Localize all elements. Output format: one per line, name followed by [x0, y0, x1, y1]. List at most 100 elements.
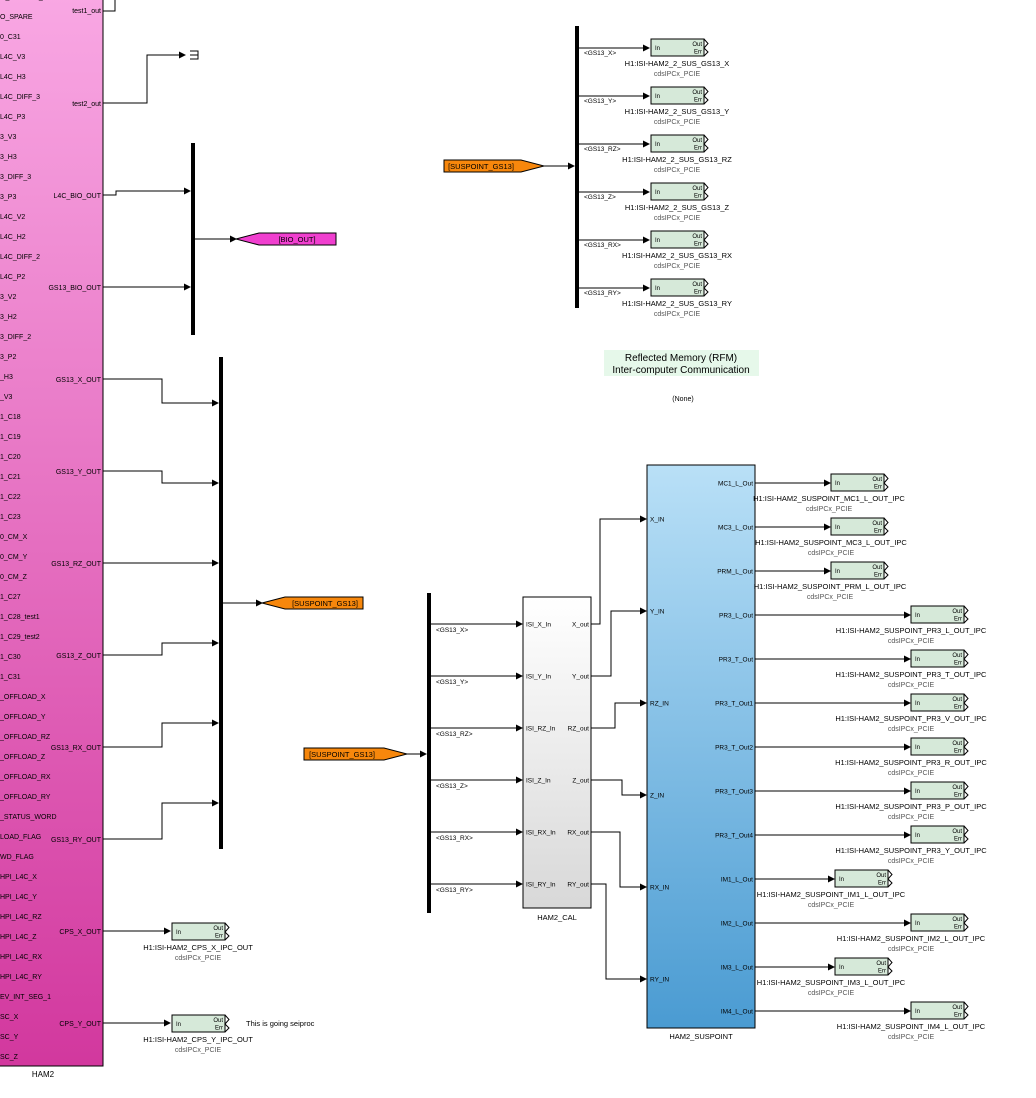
- ipc-block[interactable]: InOutErrH1:ISI-HAM2_SUSPOINT_PR3_L_OUT_I…: [836, 605, 987, 645]
- ipc-port-arrow-icon: [883, 517, 889, 536]
- ipc-block[interactable]: InOutErrH1:ISI-HAM2_SUSPOINT_PR3_Y_OUT_I…: [835, 825, 987, 865]
- ipc-block[interactable]: InOutErrH1:ISI-HAM2_SUSPOINT_IM4_L_OUT_I…: [837, 1001, 986, 1041]
- ipc-block[interactable]: InOutErrH1:ISI-HAM2_SUSPOINT_PR3_T_OUT_I…: [836, 649, 987, 689]
- from-suspoint-gs13-top[interactable]: [443, 159, 546, 173]
- top-bus-signal-label: <GS13_Y>: [584, 98, 616, 105]
- ipc-channel-name: H1:ISI-HAM2_SUSPOINT_MC3_L_OUT_IPC: [755, 538, 907, 547]
- ham2-input-port-label: 3_DIFF_3: [0, 174, 31, 181]
- ipc-err-port: Err: [694, 146, 702, 152]
- ipc-port-arrow-icon: [963, 781, 969, 800]
- test1-out-port: test1_out: [72, 8, 101, 15]
- ipc-block[interactable]: InOutErrH1:ISI-HAM2_CPS_X_IPC_OUTcdsIPCx…: [143, 922, 253, 962]
- ipc-port-arrow-icon: [963, 737, 969, 756]
- ipc-channel-name: H1:ISI-HAM2_2_SUS_GS13_X: [625, 59, 730, 68]
- bottom-demux-bar[interactable]: [427, 593, 431, 913]
- ipc-in-port: In: [835, 569, 840, 575]
- ham2-suspoint-block[interactable]: [646, 464, 756, 1029]
- ipc-block[interactable]: InOutErrH1:ISI-HAM2_2_SUS_GS13_RXcdsIPCx…: [622, 230, 732, 270]
- ipc-out-port: Out: [872, 565, 882, 571]
- cal-input-signal-label: <GS13_Y>: [436, 679, 468, 686]
- cal-to-suspoint-line: [591, 515, 647, 625]
- ipc-block[interactable]: InOutErrH1:ISI-HAM2_SUSPOINT_PR3_R_OUT_I…: [835, 737, 987, 777]
- ipc-block[interactable]: InOutErrH1:ISI-HAM2_2_SUS_GS13_ZcdsIPCx_…: [625, 182, 730, 222]
- gs13-mux-bar[interactable]: [219, 357, 223, 849]
- cal-out-port-label: RY_out: [567, 882, 589, 889]
- ipc-type-label: cdsIPCx_PCIE: [888, 946, 935, 953]
- ham2-input-port-label: HPI_L4C_RZ: [0, 914, 42, 921]
- ipc-in-port: In: [839, 877, 844, 883]
- ham2-input-port-label: _OFFLOAD_Y: [0, 714, 46, 721]
- ham2-cal-block[interactable]: [522, 596, 592, 909]
- ipc-block[interactable]: InOutErrH1:ISI-HAM2_SUSPOINT_IM2_L_OUT_I…: [837, 913, 986, 953]
- ipc-block[interactable]: InOutErrH1:ISI-HAM2_2_SUS_GS13_RYcdsIPCx…: [622, 278, 732, 318]
- gs13-z-out-port: GS13_Z_OUT: [56, 653, 101, 660]
- ipc-block[interactable]: InOutErrH1:ISI-HAM2_SUSPOINT_IM1_L_OUT_I…: [757, 869, 906, 909]
- ipc-block[interactable]: InOutErrH1:ISI-HAM2_SUSPOINT_PR3_P_OUT_I…: [835, 781, 987, 821]
- ipc-port-arrow-icon: [963, 649, 969, 668]
- ipc-err-port: Err: [878, 969, 886, 975]
- bio-mux-bar[interactable]: [191, 143, 195, 335]
- ipc-block[interactable]: InOutErrH1:ISI-HAM2_2_SUS_GS13_XcdsIPCx_…: [625, 38, 730, 78]
- goto-bio-out[interactable]: [234, 232, 337, 246]
- ipc-block[interactable]: InOutErrH1:ISI-HAM2_SUSPOINT_PR3_V_OUT_I…: [835, 693, 987, 733]
- ipc-channel-name: H1:ISI-HAM2_SUSPOINT_IM4_L_OUT_IPC: [837, 1022, 986, 1031]
- ipc-err-port: Err: [954, 793, 962, 799]
- cal-in-port-label: ISI_RX_In: [526, 830, 556, 837]
- ipc-port-arrow-icon: [963, 825, 969, 844]
- ipc-block[interactable]: InOutErrH1:ISI-HAM2_SUSPOINT_MC1_L_OUT_I…: [753, 473, 905, 513]
- ham2-input-labels: O_UNUSED_1O_SPARE0_C31L4C_V3L4C_H3L4C_DI…: [0, 0, 57, 1061]
- top-bus-outputs: <GS13_X>InOutErrH1:ISI-HAM2_2_SUS_GS13_X…: [579, 38, 732, 318]
- ipc-channel-name: H1:ISI-HAM2_2_SUS_GS13_Z: [625, 203, 730, 212]
- ipc-out-port: Out: [876, 961, 886, 967]
- from-suspoint-gs13-bottom[interactable]: [303, 747, 409, 761]
- ipc-type-label: cdsIPCx_PCIE: [175, 1047, 222, 1054]
- ipc-channel-name: H1:ISI-HAM2_CPS_X_IPC_OUT: [143, 943, 253, 952]
- ipc-block[interactable]: InOutErrH1:ISI-HAM2_CPS_Y_IPC_OUTcdsIPCx…: [143, 1014, 253, 1054]
- ipc-type-label: cdsIPCx_PCIE: [806, 506, 853, 513]
- ham2-subsystem-block[interactable]: [0, 0, 104, 1067]
- ipc-port-arrow-icon: [703, 182, 709, 201]
- cal-in-port-label: ISI_Z_In: [526, 778, 551, 785]
- ham2-input-port-label: 3_H2: [0, 314, 17, 321]
- ipc-out-port: Out: [692, 234, 702, 240]
- top-demux-bar[interactable]: [575, 26, 579, 308]
- ipc-block[interactable]: InOutErrH1:ISI-HAM2_2_SUS_GS13_RZcdsIPCx…: [622, 134, 732, 174]
- cal-input-signal-label: <GS13_X>: [436, 627, 468, 634]
- rfm-title: Reflected Memory (RFM): [625, 353, 737, 364]
- ipc-channel-name: H1:ISI-HAM2_CPS_Y_IPC_OUT: [143, 1035, 253, 1044]
- ipc-block[interactable]: InOutErrH1:ISI-HAM2_2_SUS_GS13_YcdsIPCx_…: [625, 86, 730, 126]
- ham2-input-port-label: 1_C30: [0, 654, 21, 661]
- cal-to-suspoint-line: [591, 883, 647, 983]
- ham2-input-port-label: O_SPARE: [0, 14, 33, 21]
- ipc-err-port: Err: [954, 1013, 962, 1019]
- ham2-input-port-label: 1_C22: [0, 494, 21, 501]
- ipc-port-arrow-icon: [963, 693, 969, 712]
- ipc-type-label: cdsIPCx_PCIE: [654, 311, 701, 318]
- gs13-ry-out-port: GS13_RY_OUT: [51, 837, 102, 844]
- ipc-block[interactable]: InOutErrH1:ISI-HAM2_SUSPOINT_IM3_L_OUT_I…: [757, 957, 906, 997]
- ham2-block-name: HAM2: [32, 1070, 55, 1079]
- suspoint-out-port-label: PR3_T_Out2: [715, 745, 753, 752]
- ipc-channel-name: H1:ISI-HAM2_SUSPOINT_PR3_T_OUT_IPC: [836, 670, 987, 679]
- ipc-block[interactable]: InOutErrH1:ISI-HAM2_SUSPOINT_MC3_L_OUT_I…: [755, 517, 907, 557]
- goto-suspoint-gs13[interactable]: [260, 596, 364, 610]
- ipc-block[interactable]: InOutErrH1:ISI-HAM2_SUSPOINT_PRM_L_OUT_I…: [754, 561, 907, 601]
- ipc-port-arrow-icon: [703, 134, 709, 153]
- cps-y-note: This is going seiproc: [246, 1019, 315, 1028]
- ipc-out-port: Out: [692, 282, 702, 288]
- ham2-input-port-label: EV_INT_SEG_1: [0, 994, 51, 1001]
- ipc-out-port: Out: [213, 926, 223, 932]
- ham2-suspoint-name: HAM2_SUSPOINT: [669, 1032, 733, 1041]
- gs13-x-out-port: GS13_X_OUT: [56, 377, 102, 384]
- ipc-err-port: Err: [874, 573, 882, 579]
- ham2-input-port-label: 0_CM_Y: [0, 554, 28, 561]
- ipc-channel-name: H1:ISI-HAM2_SUSPOINT_PR3_L_OUT_IPC: [836, 626, 987, 635]
- ipc-out-port: Out: [952, 741, 962, 747]
- suspoint-out-port-label: MC3_L_Out: [718, 525, 753, 532]
- rfm-none-label: (None): [672, 396, 693, 403]
- ipc-channel-name: H1:ISI-HAM2_SUSPOINT_IM2_L_OUT_IPC: [837, 934, 986, 943]
- cal-in-port-label: ISI_RZ_In: [526, 726, 556, 733]
- ham2-input-port-label: 3_V3: [0, 134, 16, 141]
